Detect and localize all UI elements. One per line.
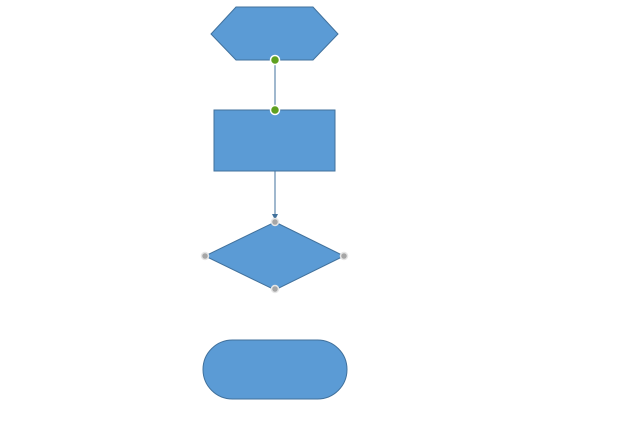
connection-point-top[interactable] — [270, 217, 280, 227]
connection-point-bottom[interactable] — [270, 284, 280, 294]
connector-end-handle[interactable] — [269, 104, 281, 116]
connection-point-right[interactable] — [339, 251, 349, 261]
connector-arrowhead — [272, 214, 278, 220]
diamond-shape[interactable] — [203, 221, 346, 291]
terminator-shape[interactable] — [202, 339, 348, 400]
connector-start-handle[interactable] — [269, 54, 281, 66]
rectangle-shape[interactable] — [213, 109, 336, 172]
connection-point-left[interactable] — [200, 251, 210, 261]
hexagon-shape[interactable] — [210, 6, 339, 61]
